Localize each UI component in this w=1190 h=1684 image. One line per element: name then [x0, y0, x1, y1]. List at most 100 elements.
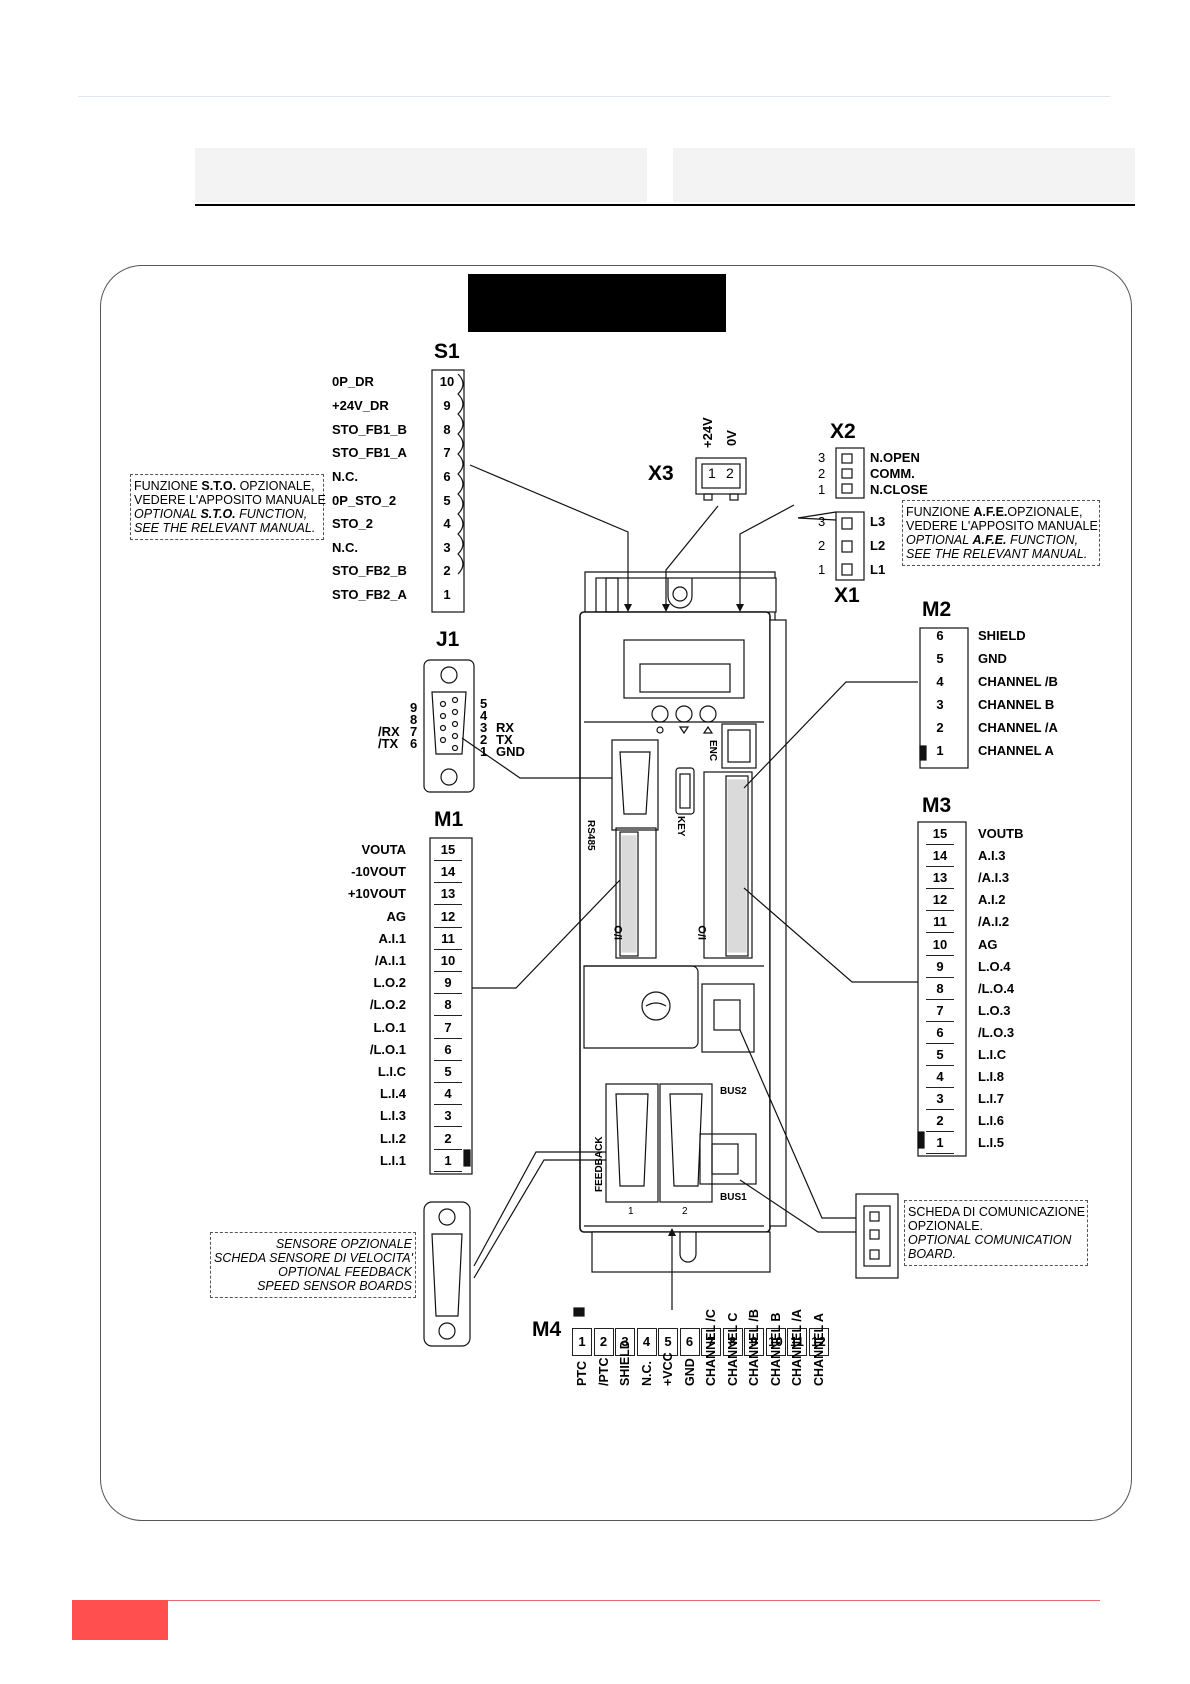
m1-pin: 3 [434, 1106, 462, 1128]
m4-label: PTC [575, 1361, 589, 1386]
m2-label: CHANNEL /A [978, 720, 1058, 735]
m1-pin: 10 [434, 951, 462, 972]
x2-label-comm: COMM. [870, 466, 915, 481]
m3-label: L.O.3 [978, 1002, 1011, 1018]
m1-label: L.I.3 [379, 1108, 406, 1124]
s1-pin: 7 [443, 445, 451, 460]
m4-pin: 2 [593, 1328, 614, 1356]
s1-pin: 5 [443, 493, 451, 508]
m3-label: L.I.8 [978, 1069, 1005, 1085]
io-label-right: I/O [697, 925, 709, 940]
m3-label: A.I.3 [978, 848, 1006, 864]
m4-pin1-marker [573, 1307, 585, 1317]
j1-pin: 4 [480, 708, 488, 723]
m4-label: CHANNEL /B [747, 1309, 761, 1386]
m1-pin: 1 [434, 1150, 462, 1172]
m4-label: /PTC [596, 1357, 611, 1386]
x3-pin2-label: 0V [724, 430, 739, 446]
s1-pin: 4 [443, 516, 451, 531]
bus2-label: BUS2 [720, 1086, 747, 1097]
footer-rule [168, 1600, 1100, 1601]
m4-pin: 12 [808, 1328, 829, 1356]
x2-pin: 3 [818, 450, 826, 465]
m1-label: A.I.1 [378, 930, 406, 946]
m1-pin: 4 [434, 1084, 462, 1106]
header-cell-right [673, 148, 1135, 202]
j1-pin: 8 [410, 712, 418, 727]
x3-connector [695, 457, 747, 495]
m4-title: M4 [532, 1318, 562, 1341]
m1-label: L.I.4 [379, 1086, 406, 1102]
m4-pin: 6 [679, 1328, 700, 1356]
j1-label-tx-neg: /TX [378, 736, 399, 751]
m3-label: /L.O.4 [978, 980, 1015, 996]
m1-pin: 9 [434, 973, 462, 995]
m4-label: N.C. [639, 1361, 654, 1386]
m2-label: GND [978, 651, 1007, 666]
sensor-note: SENSORE OPZIONALE SCHEDA SENSORE DI VELO… [210, 1232, 416, 1298]
m3-pin: 12 [926, 890, 954, 912]
m4-pin: 10 [765, 1328, 786, 1356]
x3-title: X3 [648, 462, 674, 485]
j1-label-rx: RX [496, 720, 515, 735]
m2-pin: 2 [936, 720, 944, 735]
s1-label: STO_FB2_A [332, 587, 407, 602]
enc-label: ENC [707, 740, 718, 762]
j1-pin: 7 [410, 724, 418, 739]
m1-title: M1 [434, 808, 464, 831]
m1-pin: 12 [434, 906, 462, 928]
s1-title: S1 [434, 340, 460, 363]
m2-pin: 4 [936, 674, 944, 689]
j1-pin: 5 [480, 696, 488, 711]
j1-label-tx: TX [496, 732, 513, 747]
x2-title: X2 [830, 420, 856, 443]
x3-pin1: 1 [708, 465, 716, 481]
j1-connector [423, 659, 475, 793]
m4-label: CHANNEL /C [704, 1309, 718, 1386]
m4-pin: 8 [722, 1328, 743, 1356]
x1-label: L2 [870, 538, 886, 553]
m3-pin: 5 [926, 1045, 954, 1066]
m4-label: CHANNEL C [725, 1312, 740, 1386]
m2-label: CHANNEL B [978, 697, 1055, 712]
m3-pin: 2 [926, 1111, 954, 1133]
x1-pin: 3 [818, 514, 826, 529]
s1-label: STO_FB1_A [332, 445, 407, 460]
m3-label: L.I.6 [978, 1113, 1005, 1129]
feedback-label: FEEDBACK [594, 1136, 605, 1192]
m1-pin: 2 [434, 1128, 462, 1150]
s1-pin: 6 [443, 469, 451, 484]
footer-red-tab [72, 1600, 168, 1640]
j1-pin: 2 [480, 732, 488, 747]
m1-pin: 7 [434, 1017, 462, 1039]
m2-label: CHANNEL A [978, 743, 1054, 758]
m4-pin: 4 [636, 1328, 657, 1356]
m3-label: /A.I.2 [978, 914, 1010, 930]
m4-pin: 5 [658, 1328, 678, 1356]
m1-pin: 5 [434, 1062, 462, 1083]
m3-label: L.I.5 [978, 1135, 1005, 1151]
s1-label: STO_FB2_B [332, 563, 407, 578]
afe-note: FUNZIONE A.F.E.OPZIONALE, VEDERE L'APPOS… [902, 500, 1100, 566]
m4-pin: 1 [572, 1328, 592, 1356]
m4-label: CHANNEL A [811, 1313, 826, 1386]
m1-pin: 11 [434, 928, 462, 950]
m1-label: L.I.C [377, 1064, 406, 1079]
m3-label: /A.I.3 [978, 870, 1010, 886]
m4-label: GND [682, 1358, 697, 1386]
io-label-left: I/O [613, 925, 625, 940]
m1-label: +10VOUT [347, 886, 406, 902]
s1-pin: 9 [443, 398, 451, 413]
m4-label: SHIELD [618, 1340, 632, 1386]
m3-pin: 15 [926, 824, 954, 845]
m1-label: L.I.1 [379, 1152, 406, 1168]
comm-board-note: SCHEDA DI COMUNICAZIONE OPZIONALE. OPTIO… [904, 1200, 1088, 1266]
header-cell-left [195, 148, 647, 202]
title-blackbox [468, 274, 726, 332]
m1-pin: 13 [434, 884, 462, 906]
m3-pin: 11 [926, 912, 954, 934]
m1-pin: 6 [434, 1039, 462, 1061]
m4-pin: 9 [744, 1328, 764, 1356]
bus1-label: BUS1 [720, 1192, 747, 1203]
m3-pin: 9 [926, 956, 954, 978]
